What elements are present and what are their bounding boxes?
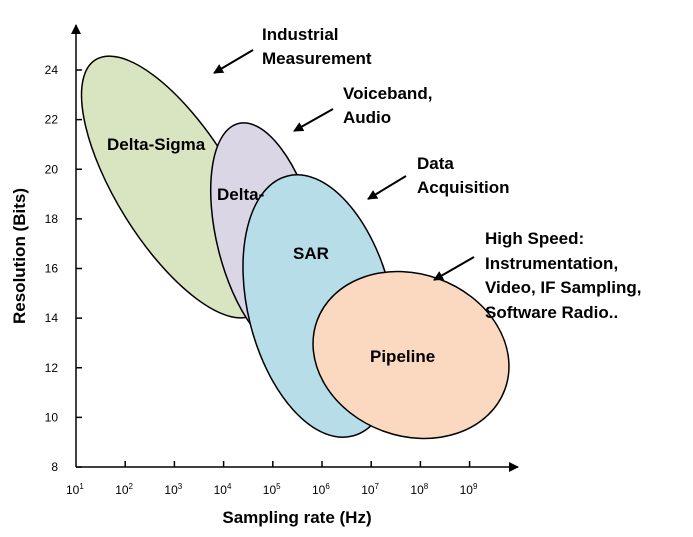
region-labels: Delta-Sigma Delta- SAR Pipeline <box>107 135 435 366</box>
annotation-industrial-line-2: Measurement <box>262 49 372 68</box>
x-tick-label: 109 <box>460 482 478 497</box>
annotation-voiceband-line-1: Voiceband, <box>343 84 432 103</box>
annotation-data-acquisition-line-1: Data <box>417 154 454 173</box>
x-ticks: 101 102 103 104 105 106 107 108 109 <box>66 461 478 497</box>
y-tick-label: 20 <box>45 162 59 176</box>
x-tick-label: 103 <box>164 482 182 497</box>
region-label-delta-sigma: Delta-Sigma <box>107 135 206 154</box>
region-label-delta: Delta- <box>217 185 264 204</box>
y-tick-label: 14 <box>45 311 59 325</box>
annotation-arrows <box>213 49 475 281</box>
x-tick-label: 104 <box>214 482 232 497</box>
x-tick-label: 101 <box>66 482 84 497</box>
y-tick-label: 12 <box>45 361 59 375</box>
annotation-arrow-voiceband <box>293 108 334 132</box>
annotation-arrow-industrial <box>213 49 254 74</box>
annotation-arrow-high-speed <box>433 256 475 281</box>
annotation-arrow-data-acquisition <box>367 175 407 200</box>
axes <box>71 24 519 472</box>
region-label-sar: SAR <box>293 244 329 263</box>
x-tick-label: 102 <box>115 482 133 497</box>
x-tick-label: 107 <box>361 482 379 497</box>
annotation-high-speed-line-2: Instrumentation, <box>485 254 618 273</box>
x-axis-title: Sampling rate (Hz) <box>222 508 371 527</box>
y-tick-label: 8 <box>51 460 58 474</box>
x-tick-label: 106 <box>312 482 330 497</box>
annotation-industrial-line-1: Industrial <box>262 25 339 44</box>
annotation-texts: Industrial Measurement Voiceband, Audio … <box>262 25 642 322</box>
annotation-high-speed-line-1: High Speed: <box>485 229 584 248</box>
y-axis-title: Resolution (Bits) <box>10 188 29 324</box>
x-tick-label: 105 <box>263 482 281 497</box>
y-tick-label: 22 <box>45 113 59 127</box>
y-tick-label: 16 <box>45 262 59 276</box>
annotation-data-acquisition-line-2: Acquisition <box>417 178 510 197</box>
annotation-voiceband-line-2: Audio <box>343 108 391 127</box>
region-label-pipeline: Pipeline <box>370 347 435 366</box>
regions <box>80 55 510 440</box>
annotation-high-speed-line-3: Video, IF Sampling, <box>485 278 642 297</box>
y-ticks: 8 10 12 14 16 18 20 22 24 <box>45 63 82 474</box>
y-tick-label: 18 <box>45 212 59 226</box>
annotation-high-speed-line-4: Software Radio.. <box>485 303 618 322</box>
y-tick-label: 10 <box>45 410 59 424</box>
x-tick-label: 108 <box>410 482 428 497</box>
y-tick-label: 24 <box>45 63 59 77</box>
